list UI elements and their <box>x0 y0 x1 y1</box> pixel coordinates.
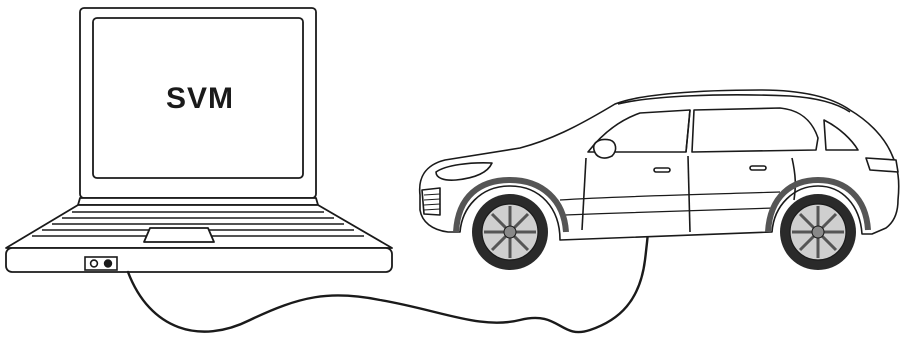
car-window-rear <box>692 108 818 152</box>
laptop-base <box>6 248 392 272</box>
car-door-handle-front <box>654 168 670 172</box>
laptop-icon <box>6 8 392 272</box>
car-door-handle-rear <box>750 166 766 170</box>
usb-port-icon <box>85 257 117 270</box>
car-front-wheel-icon <box>472 194 548 270</box>
laptop-touchpad <box>144 228 214 242</box>
screen-label: SVM <box>150 82 250 116</box>
car-rear-wheel-icon <box>780 194 856 270</box>
laptop-hinge <box>78 198 318 205</box>
car-side-mirror <box>594 139 616 158</box>
car-grille <box>422 188 440 215</box>
car-tail-light <box>866 158 898 172</box>
